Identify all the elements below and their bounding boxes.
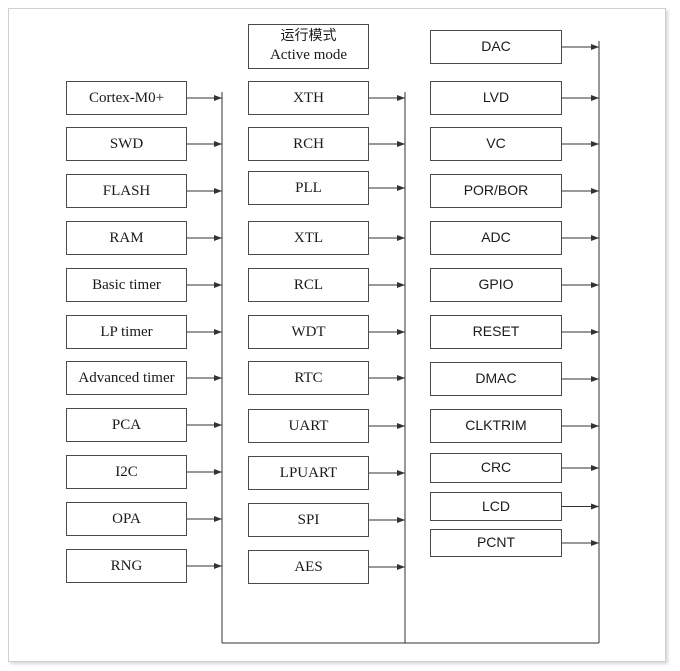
arrowhead-flash [214, 188, 222, 194]
arrowhead-advanced-timer [214, 375, 222, 381]
arrowhead-i2c [214, 469, 222, 475]
arrowhead-lcd [591, 503, 599, 510]
block-pll: PLL [248, 171, 369, 205]
arrowhead-cortex-m0 [214, 95, 222, 101]
block-ram: RAM [66, 221, 187, 255]
arrowhead-reset [591, 329, 599, 335]
arrowhead-pll [397, 185, 405, 191]
block-uart: UART [248, 409, 369, 443]
block-rcl: RCL [248, 268, 369, 302]
block-cortex-m0: Cortex-M0+ [66, 81, 187, 115]
block-por-bor: POR/BOR [430, 174, 562, 208]
block-aes: AES [248, 550, 369, 584]
block-lpuart: LPUART [248, 456, 369, 490]
arrowhead-por-bor [591, 188, 599, 194]
block-vc: VC [430, 127, 562, 161]
block-lp-timer: LP timer [66, 315, 187, 349]
arrowhead-opa [214, 516, 222, 522]
block-xtl: XTL [248, 221, 369, 255]
block-lvd: LVD [430, 81, 562, 115]
block-pcnt: PCNT [430, 529, 562, 557]
block-advanced-timer: Advanced timer [66, 361, 187, 395]
arrowhead-lpuart [397, 470, 405, 476]
arrowhead-adc [591, 235, 599, 241]
block-dmac: DMAC [430, 362, 562, 396]
arrowhead-dmac [591, 376, 599, 382]
arrowhead-rng [214, 563, 222, 569]
arrowhead-uart [397, 423, 405, 429]
arrowhead-ram [214, 235, 222, 241]
block-adc: ADC [430, 221, 562, 255]
arrowhead-clktrim [591, 423, 599, 429]
block-basic-timer: Basic timer [66, 268, 187, 302]
block-lcd: LCD [430, 492, 562, 521]
block-rch: RCH [248, 127, 369, 161]
block-dac: DAC [430, 30, 562, 64]
arrowhead-spi [397, 517, 405, 523]
arrowhead-gpio [591, 282, 599, 288]
block-swd: SWD [66, 127, 187, 161]
block-gpio: GPIO [430, 268, 562, 302]
mode-title-zh: 运行模式 [280, 28, 337, 45]
mode-title-en: Active mode [269, 46, 348, 63]
block-reset: RESET [430, 315, 562, 349]
arrowhead-basic-timer [214, 282, 222, 288]
arrowhead-rch [397, 141, 405, 147]
block-clktrim: CLKTRIM [430, 409, 562, 443]
active-mode-block: 运行模式 Active mode [248, 24, 369, 69]
block-rtc: RTC [248, 361, 369, 395]
arrowhead-aes [397, 564, 405, 570]
arrowhead-lvd [591, 95, 599, 101]
block-opa: OPA [66, 502, 187, 536]
arrowhead-crc [591, 465, 599, 471]
arrowhead-rcl [397, 282, 405, 288]
arrowhead-dac [591, 44, 599, 50]
arrowhead-pcnt [591, 540, 599, 546]
block-spi: SPI [248, 503, 369, 537]
block-xth: XTH [248, 81, 369, 115]
arrowhead-xth [397, 95, 405, 101]
block-i2c: I2C [66, 455, 187, 489]
arrowhead-pca [214, 422, 222, 428]
arrowhead-rtc [397, 375, 405, 381]
arrowhead-vc [591, 141, 599, 147]
block-pca: PCA [66, 408, 187, 442]
block-rng: RNG [66, 549, 187, 583]
arrowhead-swd [214, 141, 222, 147]
arrowhead-wdt [397, 329, 405, 335]
block-crc: CRC [430, 453, 562, 483]
arrowhead-lp-timer [214, 329, 222, 335]
block-wdt: WDT [248, 315, 369, 349]
arrowhead-xtl [397, 235, 405, 241]
block-flash: FLASH [66, 174, 187, 208]
